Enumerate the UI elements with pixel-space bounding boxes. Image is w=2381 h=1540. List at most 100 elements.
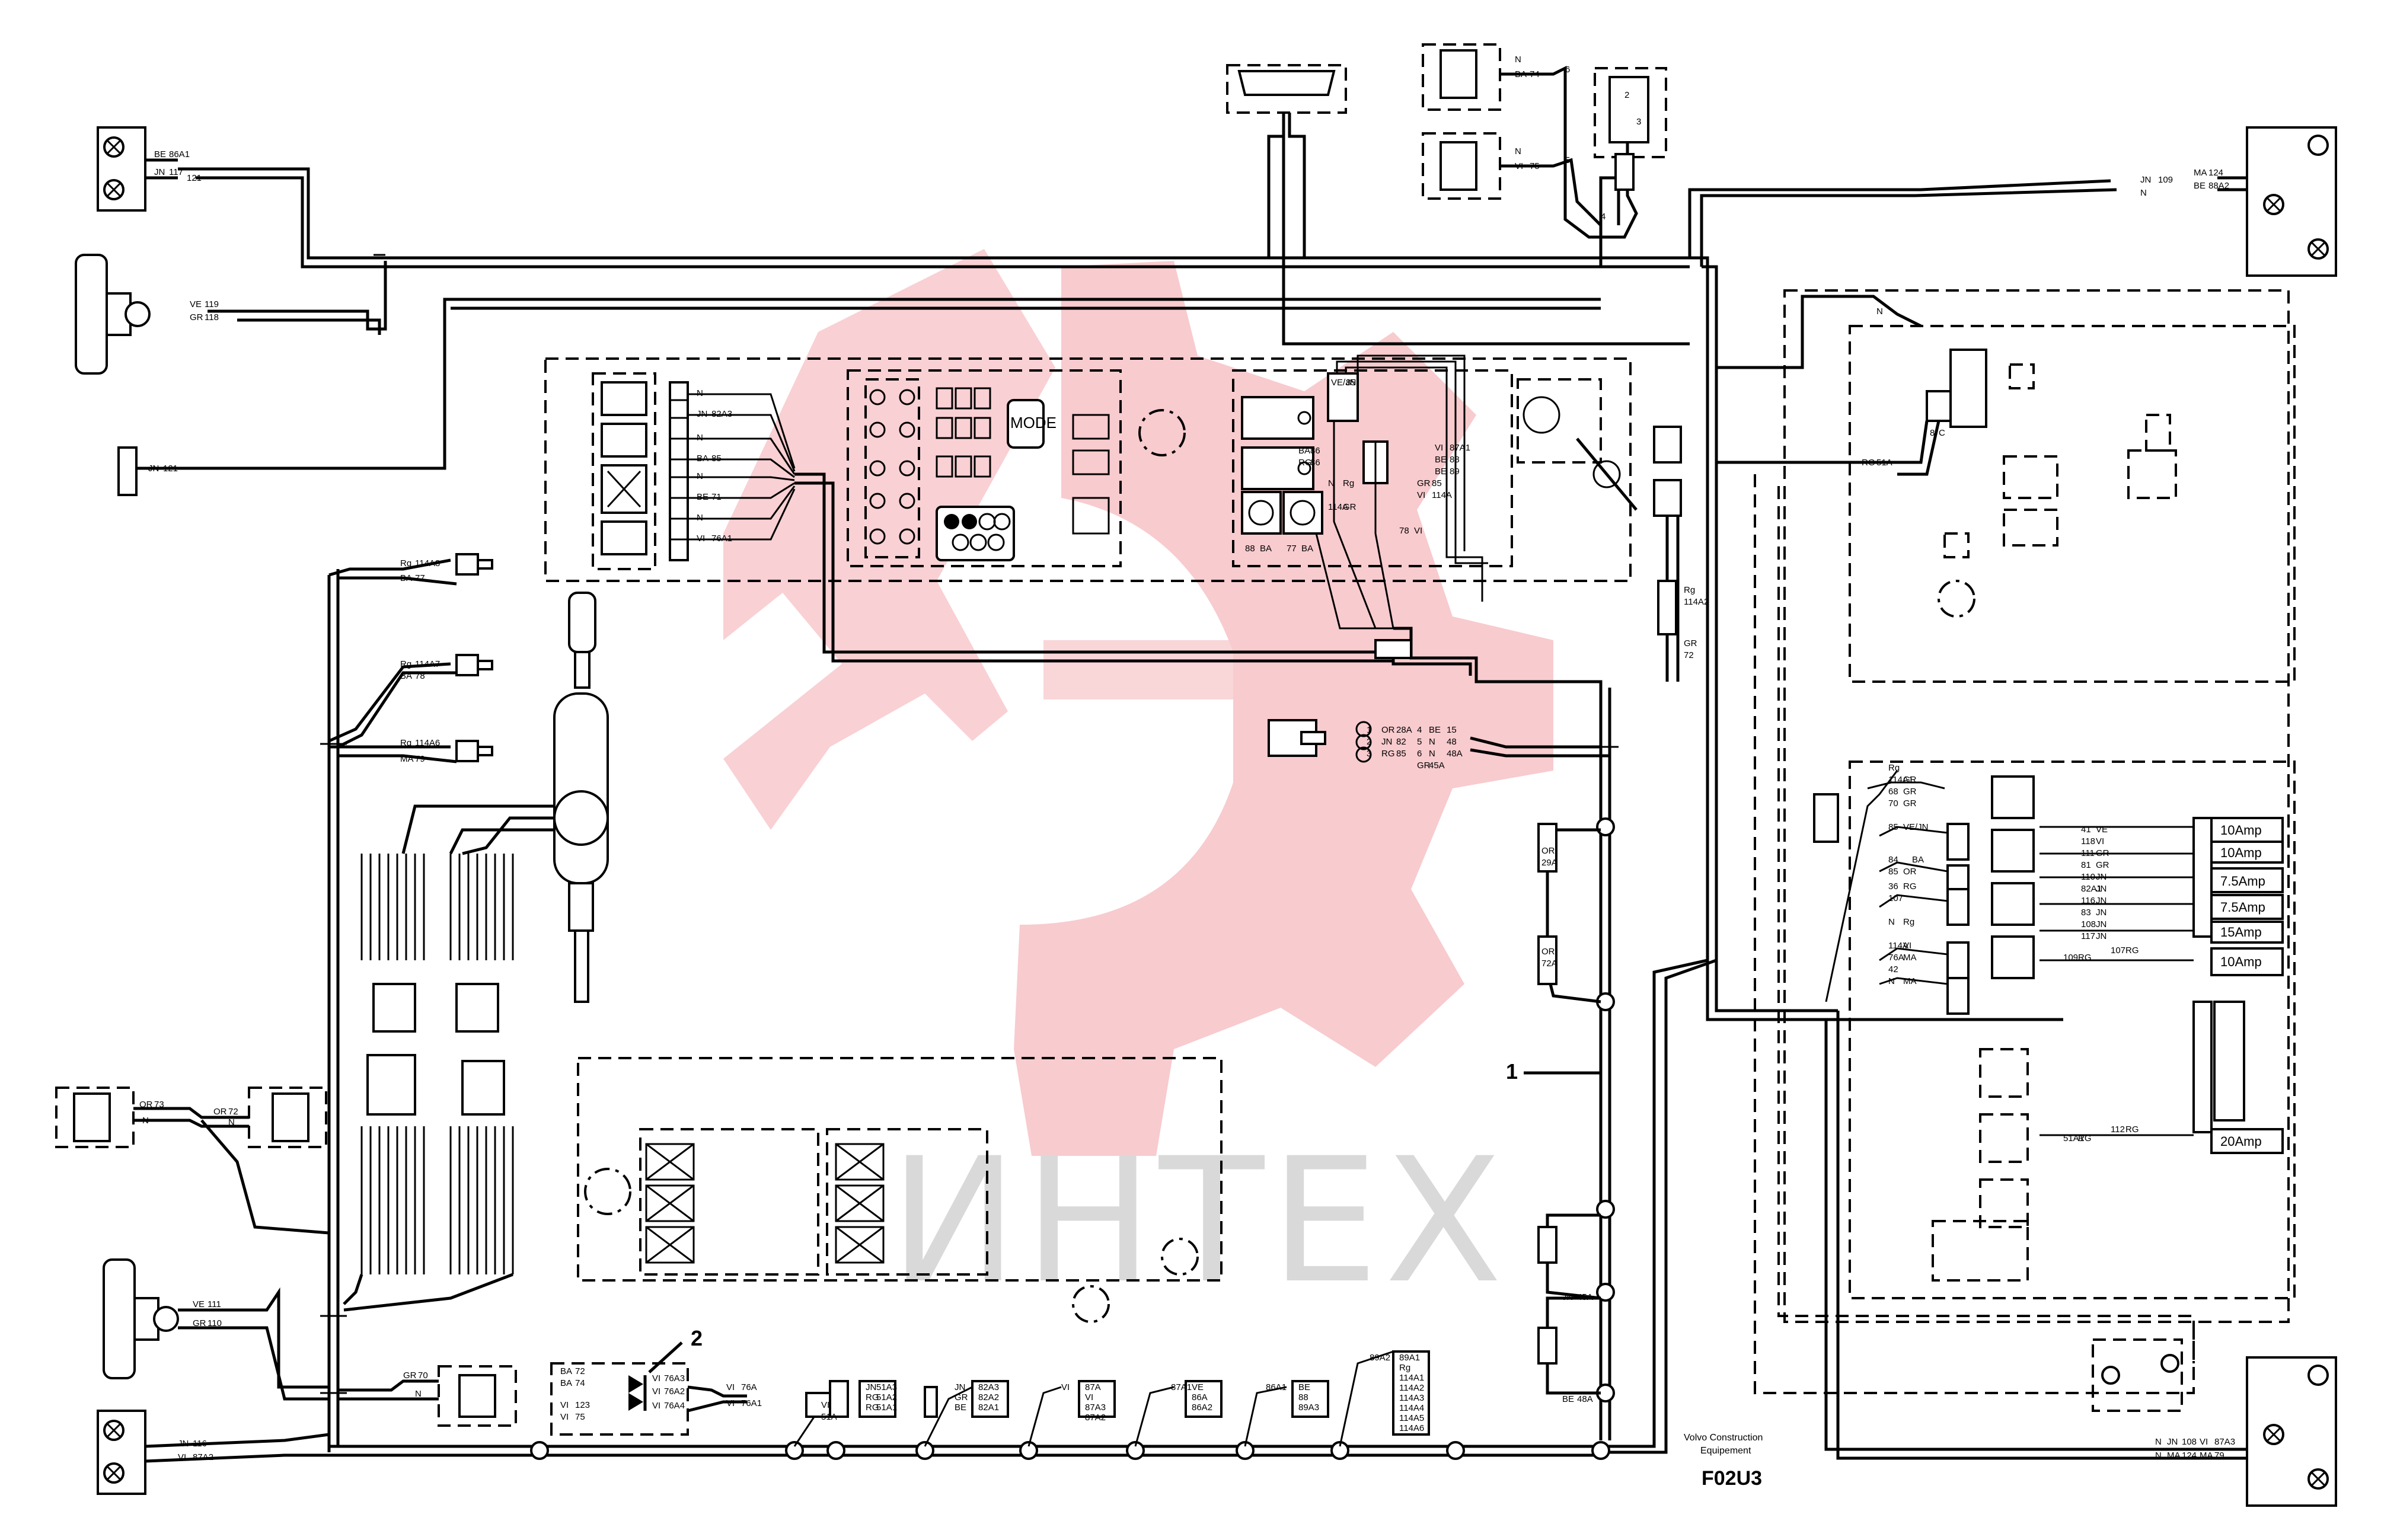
svg-text:Rg: Rg <box>400 558 411 568</box>
svg-text:N: N <box>697 513 703 523</box>
svg-text:3: 3 <box>1636 117 1641 127</box>
svg-text:VI: VI <box>1903 941 1911 951</box>
svg-text:85: 85 <box>1888 822 1898 832</box>
svg-text:77: 77 <box>415 573 425 583</box>
svg-text:75: 75 <box>575 1412 585 1422</box>
svg-text:86A: 86A <box>1192 1392 1208 1402</box>
svg-text:GR: GR <box>403 1370 417 1381</box>
svg-text:GR: GR <box>1343 502 1357 512</box>
svg-text:114A6: 114A6 <box>415 738 440 748</box>
company-line-2: Equipement <box>1700 1446 1751 1456</box>
svg-text:OR: OR <box>1381 725 1395 735</box>
svg-text:109: 109 <box>2158 175 2173 185</box>
svg-text:7.5Amp: 7.5Amp <box>2220 874 2265 889</box>
svg-text:GR: GR <box>955 1392 968 1402</box>
top-relays <box>1422 43 1667 239</box>
svg-text:78: 78 <box>415 671 425 681</box>
switch-harness-fan-left <box>360 854 514 960</box>
svg-text:GR: GR <box>1684 638 1697 648</box>
svg-text:C: C <box>1939 428 1945 438</box>
left-relays <box>55 1087 330 1235</box>
svg-text:BE: BE <box>154 149 166 159</box>
svg-text:1: 1 <box>1367 725 1371 735</box>
svg-text:N: N <box>697 471 703 481</box>
svg-text:N: N <box>2155 1450 2162 1461</box>
svg-text:MA: MA <box>1903 953 1917 963</box>
svg-text:70: 70 <box>418 1370 428 1381</box>
svg-text:10Amp: 10Amp <box>2220 845 2262 860</box>
svg-text:76A1: 76A1 <box>711 533 732 544</box>
top-center-switch <box>1226 64 1690 346</box>
fuse-ratings: 10Amp 10Amp 7.5Amp 7.5Amp 15Amp 10Amp 20… <box>2220 823 2265 1149</box>
svg-text:114A8: 114A8 <box>415 558 440 568</box>
svg-text:107: 107 <box>2111 945 2125 956</box>
svg-text:MA: MA <box>400 754 414 764</box>
svg-text:N: N <box>1328 478 1335 488</box>
svg-text:GR: GR <box>2096 848 2109 858</box>
right-column-connectors <box>1653 426 1682 682</box>
svg-text:75: 75 <box>1530 161 1540 171</box>
svg-text:BA: BA <box>1515 69 1527 79</box>
svg-text:N: N <box>1888 917 1895 927</box>
svg-text:82: 82 <box>1396 737 1406 747</box>
svg-text:BA: BA <box>400 671 412 681</box>
svg-text:110: 110 <box>2081 872 2095 882</box>
svg-text:119: 119 <box>205 299 219 309</box>
svg-text:GR: GR <box>193 1318 206 1328</box>
svg-text:GR: GR <box>1417 478 1431 488</box>
svg-text:VI: VI <box>1085 1392 1093 1402</box>
svg-text:N: N <box>2140 188 2147 198</box>
svg-text:89A2: 89A2 <box>1370 1353 1390 1363</box>
svg-text:85: 85 <box>711 453 722 464</box>
svg-text:77: 77 <box>1287 544 1297 554</box>
svg-text:114A5: 114A5 <box>1399 1413 1424 1423</box>
svg-text:20Amp: 20Amp <box>2220 1134 2262 1149</box>
svg-text:OR: OR <box>213 1107 227 1117</box>
svg-text:87A: 87A <box>1085 1382 1101 1392</box>
svg-text:81: 81 <box>2081 860 2091 870</box>
svg-text:JN: JN <box>1381 737 1392 747</box>
svg-text:VI: VI <box>2200 1437 2208 1447</box>
svg-text:114A1: 114A1 <box>1399 1373 1424 1383</box>
svg-text:88: 88 <box>1298 1392 1308 1402</box>
svg-text:VE/JN: VE/JN <box>1331 378 1357 388</box>
svg-text:BA: BA <box>560 1378 572 1388</box>
svg-text:89A1: 89A1 <box>1399 1353 1420 1363</box>
svg-text:114A: 114A <box>1432 490 1452 500</box>
watermark-logo <box>723 249 1553 1156</box>
bottom-left-lamp <box>97 1410 330 1495</box>
svg-text:N: N <box>2155 1437 2162 1447</box>
svg-text:74: 74 <box>575 1378 585 1388</box>
svg-text:Rg: Rg <box>400 659 411 669</box>
svg-text:82A3: 82A3 <box>711 409 732 419</box>
svg-text:82A1: 82A1 <box>978 1402 999 1413</box>
svg-text:JN: JN <box>2167 1437 2178 1447</box>
right-relay-panel <box>1783 289 2296 1323</box>
svg-text:124: 124 <box>2182 1450 2197 1461</box>
svg-text:N: N <box>415 1389 422 1399</box>
svg-text:7.5Amp: 7.5Amp <box>2220 900 2265 915</box>
sensors <box>455 553 493 762</box>
top-left-horn <box>75 254 151 375</box>
svg-text:88A2: 88A2 <box>2208 181 2229 191</box>
svg-text:83: 83 <box>2081 908 2091 918</box>
svg-text:Rg: Rg <box>1684 585 1695 595</box>
svg-text:BE: BE <box>1429 725 1441 735</box>
svg-text:73: 73 <box>154 1100 164 1110</box>
svg-text:JN: JN <box>148 464 159 474</box>
svg-text:4: 4 <box>1601 212 1606 222</box>
svg-text:15: 15 <box>1447 725 1457 735</box>
svg-text:86A1: 86A1 <box>169 149 190 159</box>
svg-text:76A3: 76A3 <box>664 1373 685 1384</box>
svg-text:79: 79 <box>415 754 425 764</box>
svg-text:VI: VI <box>652 1401 660 1411</box>
right-module-tags: Rg 114A1 GR 68 GR 70 GR 85 VE/JN 84 BA 8… <box>1888 763 2139 1143</box>
svg-text:110: 110 <box>208 1318 222 1328</box>
svg-text:118: 118 <box>205 312 219 322</box>
svg-text:Rg: Rg <box>1343 478 1354 488</box>
svg-text:BA: BA <box>1260 544 1272 554</box>
svg-text:108: 108 <box>2081 919 2096 929</box>
svg-text:VI: VI <box>1061 1382 1070 1392</box>
svg-text:RG: RG <box>2078 953 2092 963</box>
svg-text:VI: VI <box>560 1412 569 1422</box>
